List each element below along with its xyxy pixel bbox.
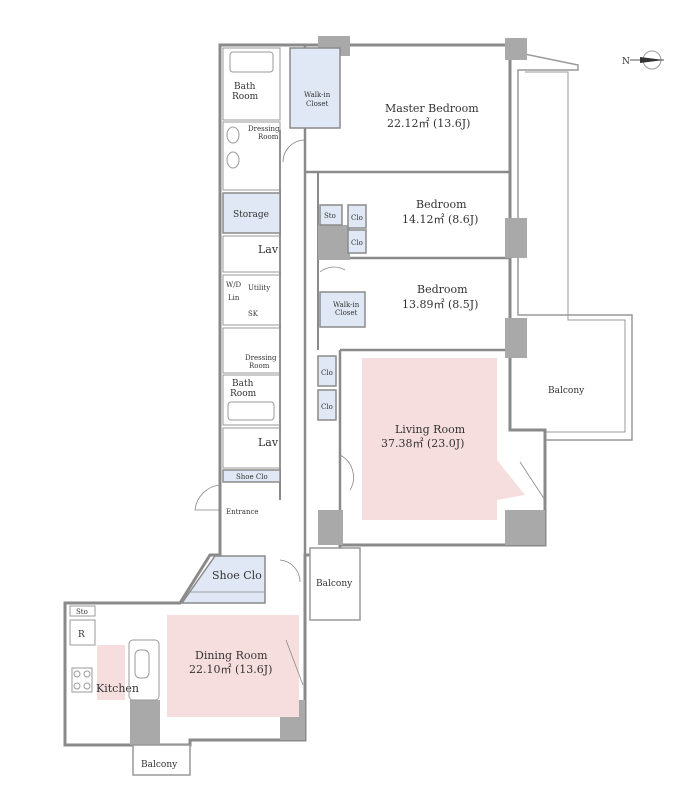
dressing-room-2 [222,327,281,374]
clo-label: Clo [351,214,363,222]
kitchen-label: Kitchen [96,682,139,695]
shoe-closet-small-label: Shoe Clo [236,473,268,481]
dressing-room-2-label: Room [249,362,270,370]
walk-in-closet-1-label: Closet [306,100,329,108]
wd-label: W/D [226,281,242,289]
north-arrow-icon: N [622,50,664,70]
bath-room-2-label: Room [230,389,257,399]
pillar [505,218,527,258]
door[interactable] [319,266,346,273]
dressing-room-1 [222,121,281,191]
pillar [505,38,527,60]
balcony-south-label: Balcony [141,760,178,770]
compass-label: N [622,57,630,67]
bath-room-1 [222,47,281,121]
master-bedroom-label: Master Bedroom [385,102,479,115]
kitchen-floor [97,645,125,700]
door[interactable] [279,559,301,583]
bath-room-1-label: Bath [234,82,256,92]
clo-label: Clo [321,403,333,411]
balcony-south [132,744,191,776]
bath-room-2-label: Bath [232,379,254,389]
dining-room [167,615,299,717]
balcony-middle-label: Balcony [316,579,353,589]
bedroom-2-area: 13.89㎡ (8.5J) [402,298,478,311]
master-bedroom-area: 22.12㎡ (13.6J) [387,117,470,130]
lav-2 [222,427,281,469]
refrigerator [69,619,96,646]
closet [347,204,367,229]
dressing-room-1-label: Dressing [248,125,280,133]
clo-label: Clo [321,369,333,377]
shoe-closet-label: Shoe Clo [212,569,262,582]
door[interactable] [282,139,306,163]
kitchen-island [128,639,160,701]
sink-icon [134,649,150,679]
bath-room-1-label: Room [232,92,259,102]
pillar [130,700,160,745]
pillar [318,225,350,260]
pillar [505,510,545,545]
balcony-east: Balcony [504,49,633,441]
shoe-closet [180,555,266,604]
lav-2-label: Lav [258,436,279,449]
lin-label: Lin [228,294,240,302]
door[interactable] [285,639,304,686]
living-room-label: Living Room [395,423,466,436]
entrance-door[interactable] [194,484,221,511]
balcony-middle [309,547,361,621]
storage-closet [319,204,343,226]
storage [222,192,281,234]
sink-label: SK [248,310,259,318]
walk-in-closet-2-label: Walk-in [333,301,360,309]
balcony-east-label: Balcony [548,386,585,396]
dressing-room-1-label: Room [258,133,279,141]
walk-in-closet-1-label: Walk-in [304,91,331,99]
bath-room-2 [222,374,281,426]
closet [347,229,367,254]
dressing-room-2-label: Dressing [245,354,277,362]
lav-1 [222,235,281,273]
pillar [318,510,343,545]
closet [317,389,337,421]
utility [222,274,281,326]
sto-label: Sto [324,212,336,220]
dining-room-area: 22.10㎡ (13.6J) [189,663,272,676]
closet [317,355,337,387]
utility-label: Utility [248,284,270,292]
entrance-label: Entrance [226,508,259,516]
refrigerator-label: R [78,630,85,640]
lav-1-label: Lav [258,243,279,256]
clo-label: Clo [351,239,363,247]
bedroom-1-label: Bedroom [416,198,467,211]
living-room-area: 37.38㎡ (23.0J) [381,437,464,450]
pillar [505,318,527,358]
bedroom-2-label: Bedroom [417,283,468,296]
walk-in-closet-1 [289,47,341,129]
living-room [362,358,525,520]
walk-in-closet-2-label: Closet [335,309,358,317]
door[interactable] [339,454,354,491]
storage-label: Storage [233,210,269,220]
stove-icon [71,667,93,693]
dining-room-label: Dining Room [195,649,268,662]
storage-closet [69,605,96,617]
door[interactable] [519,461,546,501]
walk-in-closet-2 [319,291,366,328]
sto-label: Sto [76,608,88,616]
bedroom-1-area: 14.12㎡ (8.6J) [402,213,478,226]
shoe-closet-small [222,469,281,483]
